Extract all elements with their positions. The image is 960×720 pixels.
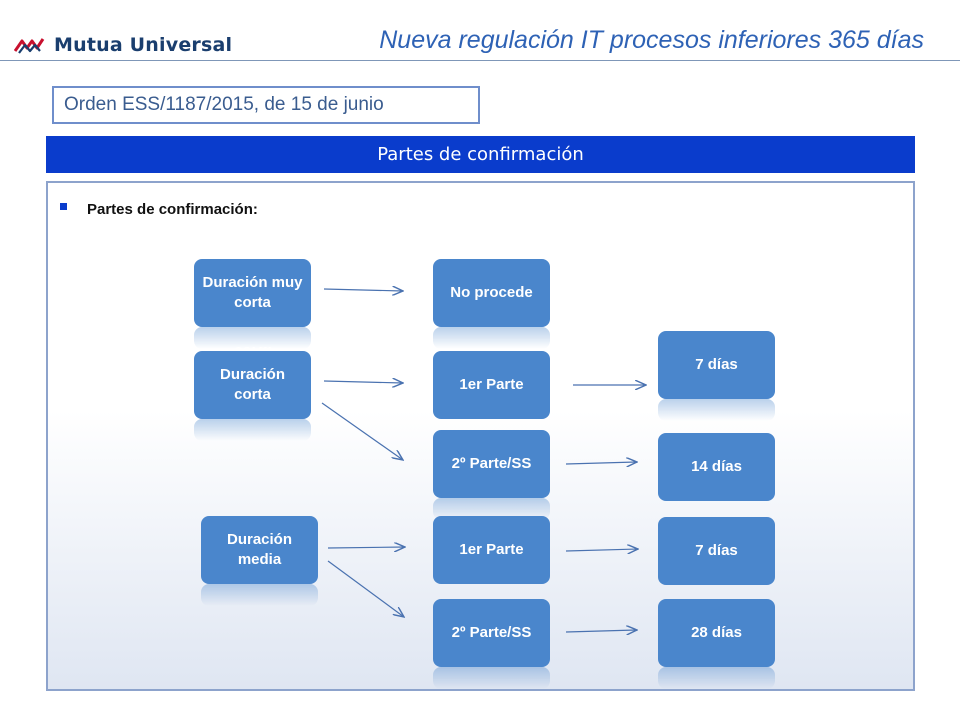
arrow-media-primer <box>327 547 405 548</box>
box-reflection: 2º Parte/SS <box>433 667 550 689</box>
box-no-procede: No procede <box>433 259 550 327</box>
slide-title: Nueva regulación IT procesos inferiores … <box>379 26 924 54</box>
arrow-muy-corta-no-procede <box>323 289 403 291</box>
box-periodo-corta-primer: 7 días <box>658 331 775 399</box>
header-divider <box>0 60 960 61</box>
box-reflection: Duración media <box>201 584 318 606</box>
logo-mark-icon <box>14 38 45 54</box>
box-reflection: 7 días <box>658 399 775 421</box>
box-duracion-media: Duración media <box>201 516 318 584</box>
box-primer-parte-media: 1er Parte <box>433 516 550 584</box>
box-segundo-parte-corta: 2º Parte/SS <box>433 430 550 498</box>
box-primer-parte-corta: 1er Parte <box>433 351 550 419</box>
box-periodo-media-primer: 7 días <box>658 517 775 585</box>
box-reflection: Duración muy corta <box>194 327 311 349</box>
arrow-corta-primer <box>323 381 403 383</box>
arrow-corta-segundo <box>321 402 403 460</box>
bullet-text: Partes de confirmación: <box>87 201 258 218</box>
box-reflection: 28 días <box>658 667 775 689</box>
box-duracion-corta: Duración corta <box>194 351 311 419</box>
box-duracion-muy-corta: Duración muy corta <box>194 259 311 327</box>
arrow-media-primer-7dias <box>565 549 638 551</box>
section-banner: Partes de confirmación <box>46 136 915 173</box>
order-reference: Orden ESS/1187/2015, de 15 de junio <box>52 86 480 124</box>
box-reflection: No procede <box>433 327 550 349</box>
brand-logo: Mutua Universal <box>14 30 232 60</box>
box-periodo-media-segundo: 28 días <box>658 599 775 667</box>
bullet-square-icon <box>60 203 67 210</box>
arrow-corta-segundo-14dias <box>565 462 637 464</box>
box-segundo-parte-media: 2º Parte/SS <box>433 599 550 667</box>
bullet-heading: Partes de confirmación: <box>60 201 258 218</box>
box-reflection: Duración corta <box>194 419 311 441</box>
logo-text: Mutua Universal <box>54 34 233 56</box>
arrow-media-segundo-28dias <box>565 630 637 632</box>
arrow-media-segundo <box>327 560 404 617</box>
box-periodo-corta-segundo: 14 días <box>658 433 775 501</box>
